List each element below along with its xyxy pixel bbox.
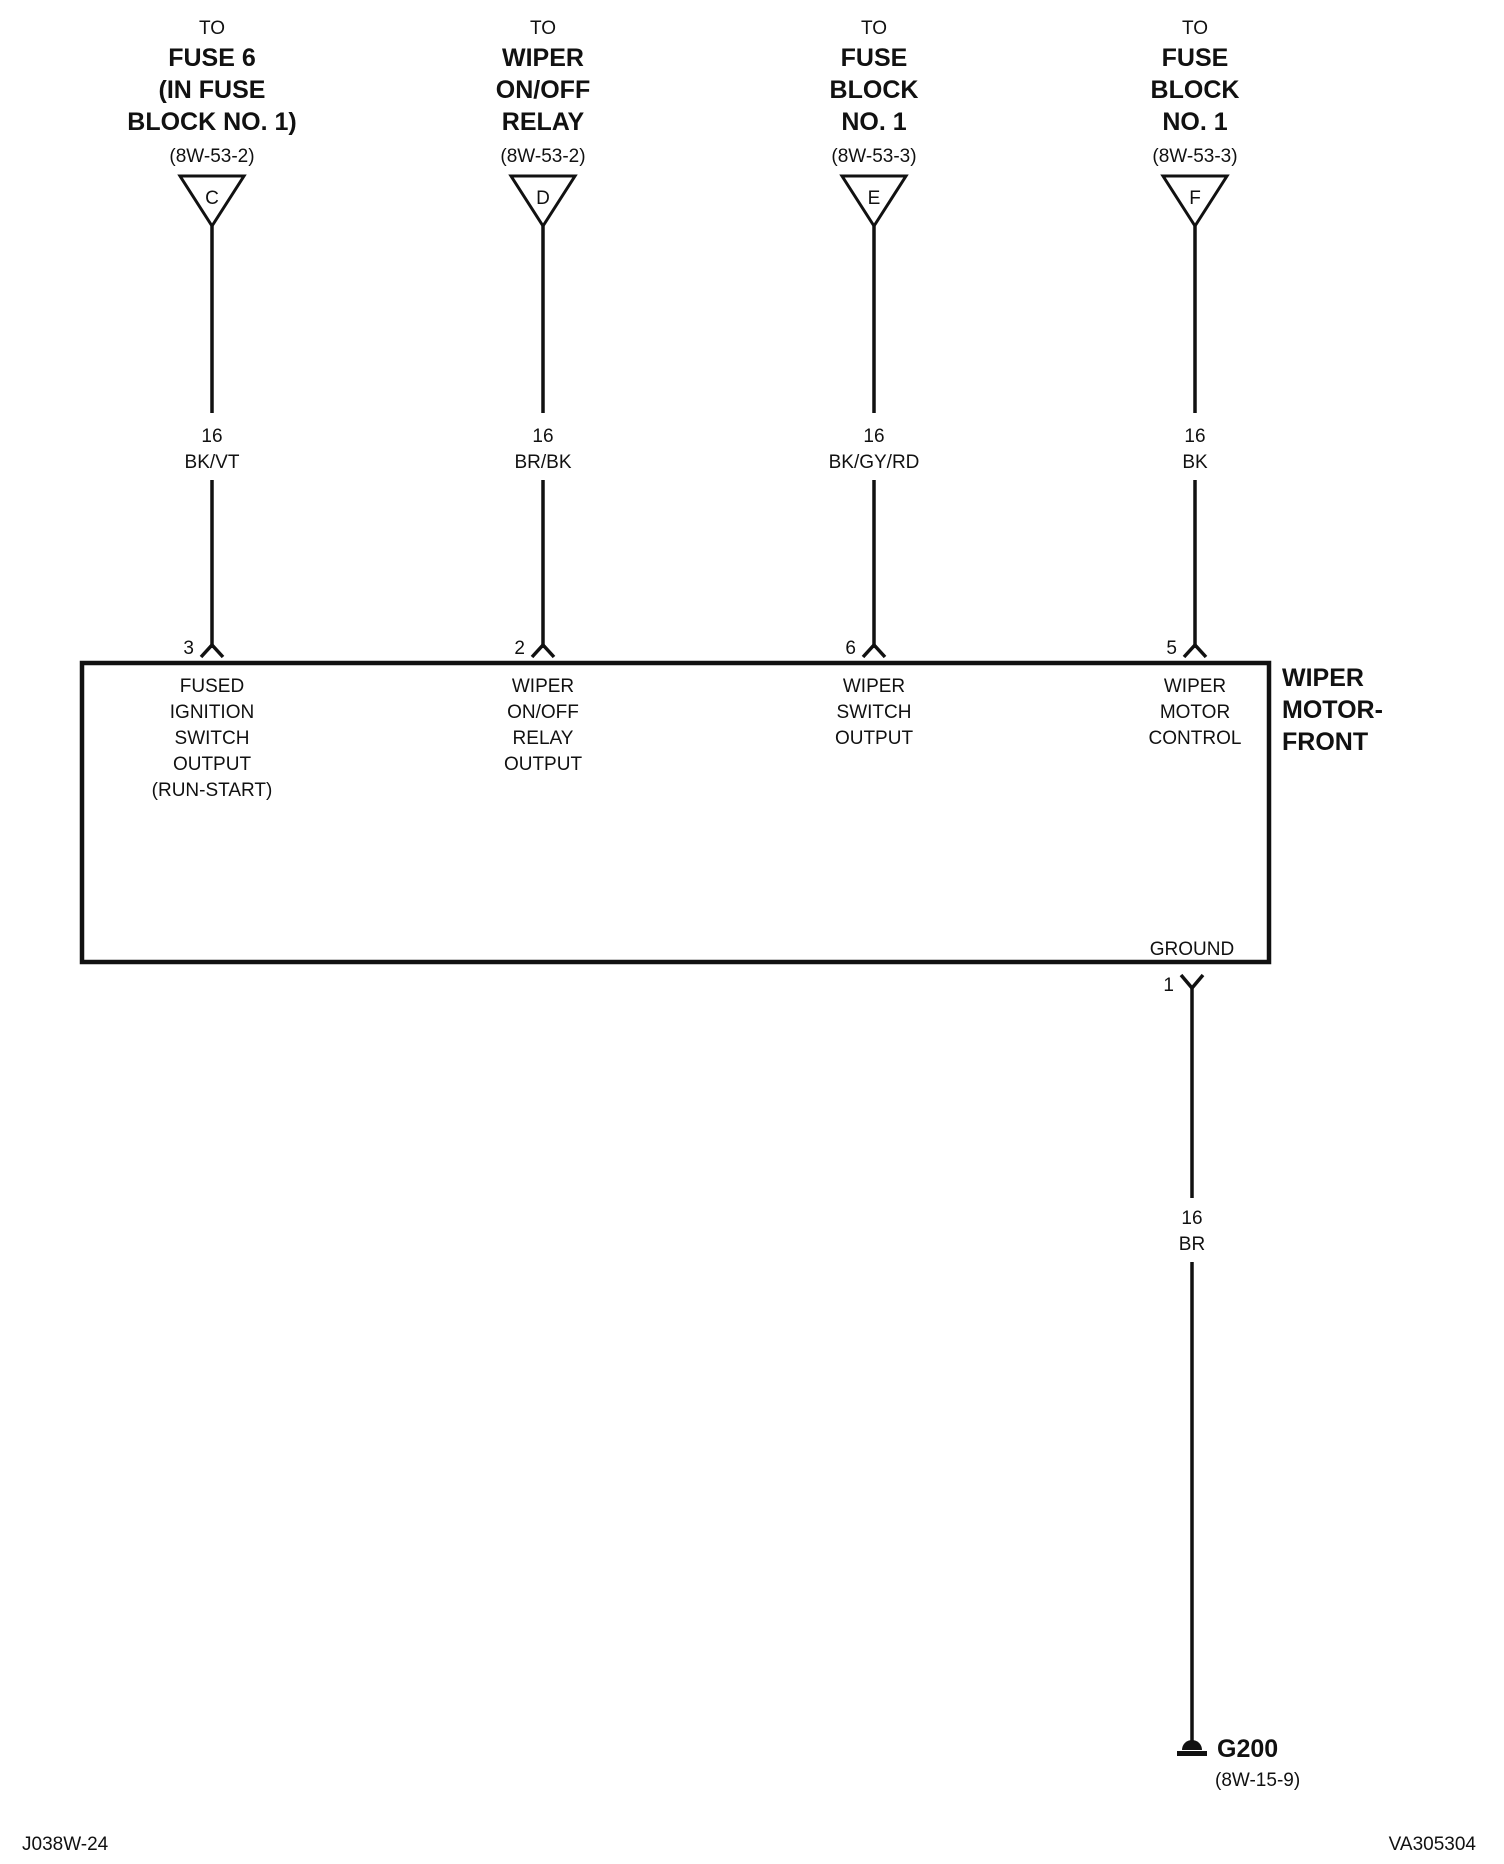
pin-function-line: SWITCH (175, 728, 250, 749)
component-name: WIPER MOTOR- FRONT (1282, 664, 1383, 756)
wire-gauge: 16 (1184, 426, 1205, 447)
pin-number: 3 (183, 638, 194, 659)
reference-label: (8W-53-2) (169, 146, 254, 167)
destination-line: WIPER (502, 44, 584, 72)
connector-columns: TO FUSE 6 (IN FUSE BLOCK NO. 1) (8W-53-2) C 16… (127, 18, 1241, 801)
pin-function-line: FUSED (180, 676, 244, 697)
reference-label: (8W-53-3) (1152, 146, 1237, 167)
splice-triangle-icon (508, 174, 578, 229)
splice-letter: C (205, 188, 219, 209)
destination-line: BLOCK (830, 76, 919, 104)
splice-triangle-icon (839, 174, 909, 229)
destination-line: BLOCK NO. 1) (127, 108, 296, 136)
pin-function-line: MOTOR (1160, 702, 1230, 723)
pin-function-line: CONTROL (1149, 728, 1242, 749)
ground-id: G200 (1217, 1735, 1278, 1763)
to-label: TO (861, 18, 887, 39)
pin-function-line: OUTPUT (835, 728, 914, 749)
wire-color: BR/BK (514, 452, 571, 473)
to-label: TO (530, 18, 556, 39)
pin-chevron-icon (861, 642, 887, 659)
pin-function-line: OUTPUT (173, 754, 252, 775)
ground-function-label: GROUND (1150, 939, 1234, 960)
component-name-line-1: WIPER (1282, 664, 1364, 692)
ground-circuit: GROUND 1 16 BR G200 (8W-15-9) (1150, 939, 1300, 1791)
to-label: TO (199, 18, 225, 39)
pin-number: 5 (1166, 638, 1177, 659)
ground-pin-number: 1 (1163, 975, 1174, 996)
destination-line: FUSE (1162, 44, 1229, 72)
splice-triangle-icon (177, 174, 247, 229)
pin-function-line: (RUN-START) (152, 780, 273, 801)
ground-wire-gauge: 16 (1181, 1208, 1202, 1229)
splice-triangle-icon (1160, 174, 1230, 229)
destination-line: (IN FUSE (159, 76, 266, 104)
pin-number: 6 (845, 638, 856, 659)
wiper-motor-front-box (79, 660, 1272, 965)
destination-line: NO. 1 (1162, 108, 1227, 136)
component-name-line-3: FRONT (1282, 728, 1368, 756)
component-name-line-2: MOTOR- (1282, 696, 1383, 724)
wire-gauge: 16 (201, 426, 222, 447)
pin-function-line: WIPER (843, 676, 905, 697)
destination-line: NO. 1 (841, 108, 906, 136)
pin-number: 2 (514, 638, 525, 659)
pin-chevron-icon (530, 642, 556, 659)
wire-color: BK (1182, 452, 1208, 473)
wire-gauge: 16 (863, 426, 884, 447)
destination-line: RELAY (502, 108, 585, 136)
reference-label: (8W-53-2) (500, 146, 585, 167)
destination-line: BLOCK (1151, 76, 1240, 104)
pin-function-line: WIPER (1164, 676, 1226, 697)
footer-right-code: VA305304 (1389, 1834, 1477, 1855)
footer-left-code: J038W-24 (22, 1834, 109, 1855)
pin-function-line: IGNITION (170, 702, 254, 723)
ground-wire-color: BR (1179, 1234, 1205, 1255)
destination-line: FUSE 6 (168, 44, 256, 72)
splice-letter: F (1189, 188, 1201, 209)
splice-letter: D (536, 188, 550, 209)
ground-pin-chevron (1179, 973, 1205, 991)
destination-line: FUSE (841, 44, 908, 72)
pin-function-line: RELAY (513, 728, 574, 749)
pin-function-line: SWITCH (837, 702, 912, 723)
pin-chevron-icon (1182, 642, 1208, 659)
wire-color: BK/GY/RD (829, 452, 920, 473)
to-label: TO (1182, 18, 1208, 39)
splice-letter: E (868, 188, 881, 209)
pin-function-line: ON/OFF (507, 702, 579, 723)
ground-symbol-icon (1177, 1740, 1207, 1756)
pin-function-line: OUTPUT (504, 754, 583, 775)
wire-gauge: 16 (532, 426, 553, 447)
ground-ref: (8W-15-9) (1215, 1770, 1300, 1791)
reference-label: (8W-53-3) (831, 146, 916, 167)
destination-line: ON/OFF (496, 76, 590, 104)
wire-color: BK/VT (185, 452, 240, 473)
pin-chevron-icon (199, 642, 225, 659)
pin-function-line: WIPER (512, 676, 574, 697)
